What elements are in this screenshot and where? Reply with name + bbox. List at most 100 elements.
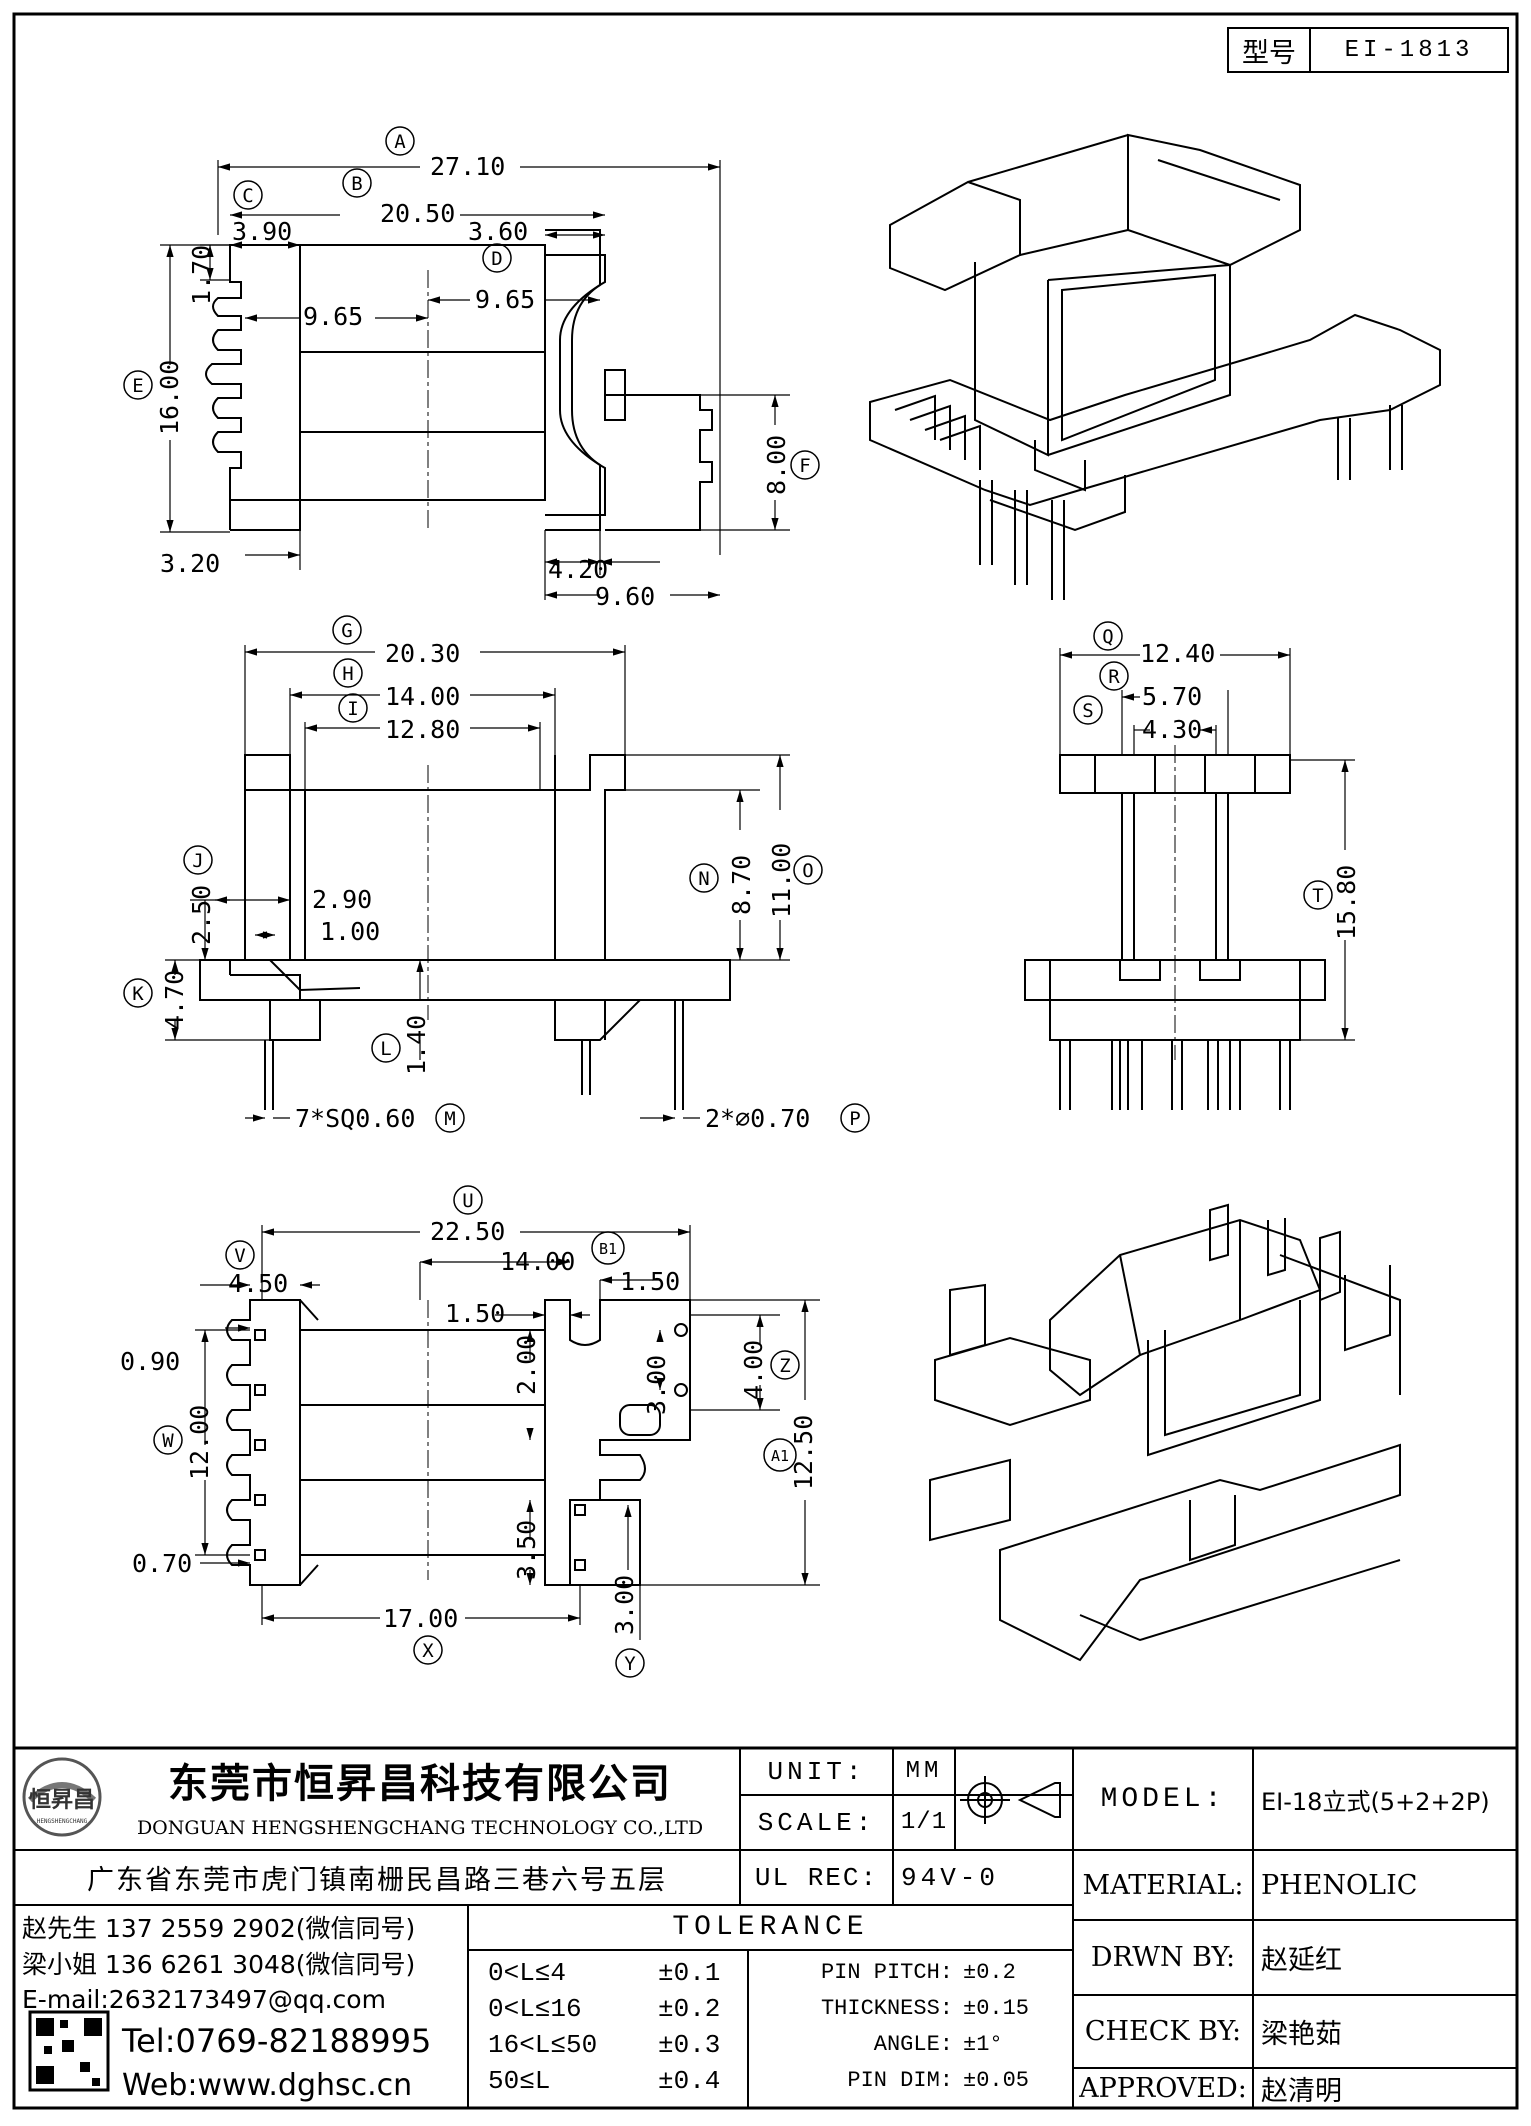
dim-Q-letter: Q [1102, 626, 1113, 648]
dim-K-value: 4.70 [160, 970, 189, 1030]
dim-1400-value: 14.00 [500, 1247, 575, 1276]
dim-V-letter: V [234, 1245, 245, 1267]
dim-E-value: 16.00 [155, 360, 184, 435]
dim-N-value: 8.70 [727, 855, 756, 915]
dimension-lines [160, 160, 1355, 1640]
tolerance-value-2: ±0.2 [658, 1994, 721, 2024]
dim-350-value: 3.50 [512, 1520, 541, 1580]
tolerance-value-3: ±0.3 [658, 2030, 721, 2060]
logo-text: 恒昇昌 [29, 1787, 95, 1813]
dim-150-value: 1.50 [445, 1299, 505, 1328]
dim-M-letter: M [444, 1108, 455, 1130]
dim-B-value: 20.50 [380, 199, 455, 228]
check-by-label: CHECK BY: [1084, 2016, 1242, 2047]
dim-T-value: 15.80 [1332, 865, 1361, 940]
dim-X-letter: X [422, 1640, 434, 1662]
dim-070-value: 0.70 [132, 1549, 192, 1578]
dim-c2-value: 3.60 [468, 217, 528, 246]
dim-420-value: 4.20 [548, 555, 608, 584]
dim-170-value: 1.70 [187, 245, 216, 305]
contact-2: 梁小姐 136 6261 3048(微信同号) [22, 1950, 416, 1979]
part-number-label: 型号 [1242, 37, 1296, 69]
dim-S-value: 4.30 [1142, 715, 1202, 744]
dim-A-letter: A [394, 131, 406, 153]
dim-Y-letter: Y [624, 1653, 636, 1675]
front-view-outline [199, 754, 731, 1110]
dim-Y-value: 3.00 [610, 1575, 639, 1635]
tolerance-misc-name-3: ANGLE: [873, 2032, 953, 2057]
ul-rec-value: 94V-0 [901, 1862, 1000, 1893]
tolerance-range-2: 0<L≤16 [488, 1994, 582, 2024]
dim-320-value: 3.20 [160, 549, 220, 578]
dim-C-letter: C [242, 185, 253, 207]
tolerance-misc-value-4: ±0.05 [963, 2068, 1030, 2093]
dim-J-letter: J [192, 850, 203, 872]
iso-view-top [869, 133, 1441, 600]
tolerance-misc-value-1: ±0.2 [963, 1960, 1016, 1985]
dim-V-value: 4.50 [228, 1269, 288, 1298]
approved-value: 赵清明 [1261, 2075, 1342, 2107]
dim-G-value: 20.30 [385, 639, 460, 668]
model-label: MODEL: [1100, 1783, 1226, 1815]
company-logo: 恒昇昌 HENGSHENGCHANG [22, 1757, 102, 1837]
tolerance-range-1: 0<L≤4 [488, 1958, 567, 1988]
title-block-grid [14, 27, 1517, 2108]
dim-090-value: 0.90 [120, 1347, 180, 1376]
dim-L-value: 1.40 [402, 1015, 431, 1075]
dim-R-value: 5.70 [1142, 682, 1202, 711]
dim-I-letter: I [347, 698, 358, 720]
dim-P-value: 2*⌀0.70 [705, 1104, 810, 1133]
tolerance-range-3: 16<L≤50 [488, 2030, 598, 2060]
drawn-by-label: DRWN BY: [1090, 1942, 1236, 1973]
dim-d2-value: 9.65 [475, 285, 535, 314]
tolerance-range-4: 50≤L [488, 2066, 551, 2096]
dim-B1-letter: B1 [599, 1240, 617, 1258]
dim-300-value: 3.00 [642, 1355, 671, 1415]
company-address: 广东省东莞市虎门镇南栅民昌路三巷六号五层 [87, 1865, 667, 1896]
dim-U-value: 22.50 [430, 1217, 505, 1246]
bottom-view-outline [226, 1299, 691, 1586]
material-label: MATERIAL: [1082, 1869, 1244, 1901]
dim-P-letter: P [849, 1108, 860, 1130]
scale-value: 1/1 [900, 1809, 948, 1836]
unit-label: UNIT: [767, 1756, 866, 1787]
dim-960-value: 9.60 [595, 582, 655, 611]
dim-F-value: 8.00 [762, 435, 791, 495]
dim-F-letter: F [799, 455, 810, 477]
ul-rec-label: UL REC: [754, 1862, 879, 1893]
qr-code-icon [28, 2010, 110, 2092]
dim-O-letter: O [802, 860, 813, 882]
tolerance-misc-name-1: PIN PITCH: [820, 1960, 953, 1985]
part-number-value: EI-1813 [1344, 36, 1474, 64]
dim-B-letter: B [351, 173, 362, 195]
tolerance-range-list: 0<L≤4 ±0.1 0<L≤16 ±0.2 16<L≤50 ±0.3 50≤L… [468, 1952, 748, 2108]
dim-N-letter: N [698, 868, 709, 890]
dim-E-letter: E [132, 375, 143, 397]
dim-Z-value: 4.00 [739, 1340, 768, 1400]
tolerance-value-4: ±0.4 [658, 2066, 721, 2096]
iso-view-bottom [929, 1203, 1401, 1662]
dim-H-value: 14.00 [385, 682, 460, 711]
dim-R-letter: R [1108, 666, 1120, 688]
approved-label: APPROVED: [1079, 2072, 1247, 2104]
dim-O-value: 11.00 [767, 843, 796, 918]
dim-W-value: 12.00 [185, 1405, 214, 1480]
dim-A1-value: 12.50 [789, 1415, 818, 1490]
unit-value: MM [905, 1758, 943, 1785]
dim-100-value: 1.00 [320, 917, 380, 946]
contact-1: 赵先生 137 2559 2902(微信同号) [22, 1914, 416, 1943]
dim-A1-letter: A1 [771, 1447, 789, 1465]
check-by-value: 梁艳茹 [1261, 2019, 1342, 2050]
contact-email: E-mail:2632173497@qq.com [22, 1984, 386, 2014]
side-view-outline [1024, 754, 1326, 1110]
tolerance-misc-name-4: PIN DIM: [847, 2068, 953, 2093]
dim-D-value: 9.65 [303, 302, 363, 331]
dim-200-value: 2.00 [512, 1335, 541, 1395]
contact-tel: Tel:0769-82188995 [122, 2022, 432, 2060]
model-value: EI-18立式(5+2+2P) [1261, 1787, 1490, 1816]
outer-border [12, 12, 1519, 2110]
scale-label: SCALE: [757, 1807, 876, 1838]
tolerance-title: TOLERANCE [672, 1912, 869, 1943]
